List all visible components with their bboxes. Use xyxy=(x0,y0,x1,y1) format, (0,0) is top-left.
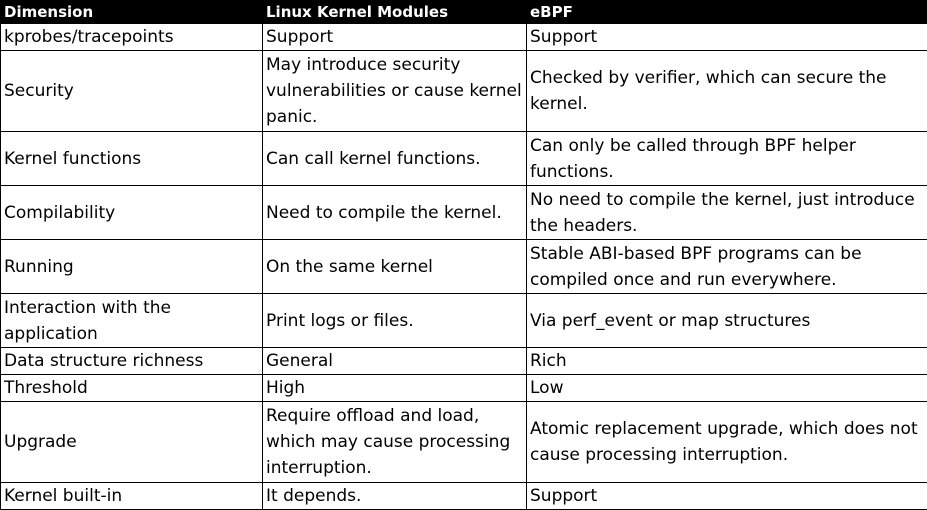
cell-dimension: Security xyxy=(1,51,263,132)
cell-ebpf: Stable ABI-based BPF programs can be com… xyxy=(527,240,927,294)
table-row: Interaction with the application Print l… xyxy=(1,294,927,348)
header-ebpf: eBPF xyxy=(527,1,927,24)
header-linux-kernel-modules: Linux Kernel Modules xyxy=(263,1,527,24)
cell-dimension: Kernel built-in xyxy=(1,483,263,510)
cell-ebpf: Checked by verifier, which can secure th… xyxy=(527,51,927,132)
cell-ebpf: Support xyxy=(527,483,927,510)
table-row: Kernel built-in It depends. Support xyxy=(1,483,927,510)
header-dimension: Dimension xyxy=(1,1,263,24)
cell-linux-kernel-modules: Print logs or files. xyxy=(263,294,527,348)
cell-ebpf: Low xyxy=(527,375,927,402)
cell-dimension: Kernel functions xyxy=(1,132,263,186)
cell-linux-kernel-modules: It depends. xyxy=(263,483,527,510)
table-row: kprobes/tracepoints Support Support xyxy=(1,24,927,51)
cell-dimension: Interaction with the application xyxy=(1,294,263,348)
table-row: Data structure richness General Rich xyxy=(1,348,927,375)
cell-linux-kernel-modules: Support xyxy=(263,24,527,51)
cell-linux-kernel-modules: General xyxy=(263,348,527,375)
cell-ebpf: Support xyxy=(527,24,927,51)
cell-linux-kernel-modules: On the same kernel xyxy=(263,240,527,294)
cell-linux-kernel-modules: Need to compile the kernel. xyxy=(263,186,527,240)
cell-dimension: Running xyxy=(1,240,263,294)
cell-linux-kernel-modules: May introduce security vulnerabilities o… xyxy=(263,51,527,132)
cell-dimension: Data structure richness xyxy=(1,348,263,375)
cell-ebpf: Atomic replacement upgrade, which does n… xyxy=(527,402,927,483)
cell-linux-kernel-modules: Require offload and load, which may caus… xyxy=(263,402,527,483)
cell-ebpf: Can only be called through BPF helper fu… xyxy=(527,132,927,186)
cell-linux-kernel-modules: Can call kernel functions. xyxy=(263,132,527,186)
table-row: Running On the same kernel Stable ABI-ba… xyxy=(1,240,927,294)
cell-ebpf: Rich xyxy=(527,348,927,375)
header-row: Dimension Linux Kernel Modules eBPF xyxy=(1,1,927,24)
cell-ebpf: Via perf_event or map structures xyxy=(527,294,927,348)
cell-dimension: Threshold xyxy=(1,375,263,402)
table-row: Compilability Need to compile the kernel… xyxy=(1,186,927,240)
table-row: Upgrade Require offload and load, which … xyxy=(1,402,927,483)
table-row: Threshold High Low xyxy=(1,375,927,402)
cell-linux-kernel-modules: High xyxy=(263,375,527,402)
cell-ebpf: No need to compile the kernel, just intr… xyxy=(527,186,927,240)
table-row: Security May introduce security vulnerab… xyxy=(1,51,927,132)
cell-dimension: kprobes/tracepoints xyxy=(1,24,263,51)
cell-dimension: Upgrade xyxy=(1,402,263,483)
cell-dimension: Compilability xyxy=(1,186,263,240)
table-row: Kernel functions Can call kernel functio… xyxy=(1,132,927,186)
